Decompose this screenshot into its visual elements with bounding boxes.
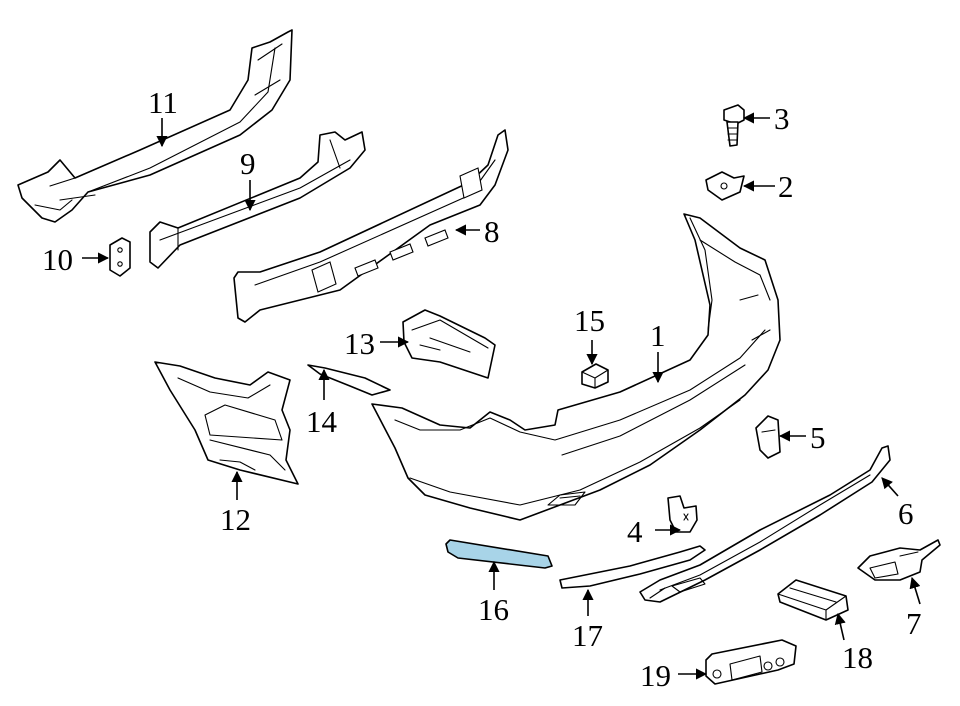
highlighted-part xyxy=(445,539,553,569)
part-19-housing xyxy=(705,639,797,685)
part-9-absorber xyxy=(149,131,366,269)
part-16-reflector-highlighted xyxy=(445,539,553,569)
part-17-strip xyxy=(559,545,706,589)
part-13-bracket xyxy=(402,309,496,379)
callout-17: 17 xyxy=(572,618,603,653)
callout-14: 14 xyxy=(306,404,338,439)
callout-11: 11 xyxy=(148,85,178,120)
callout-3: 3 xyxy=(774,101,790,136)
part-18-module xyxy=(777,579,849,621)
callout-8: 8 xyxy=(484,214,500,249)
part-3-bolt xyxy=(723,104,745,147)
callout-13: 13 xyxy=(344,326,375,361)
part-8-absorber xyxy=(233,129,509,323)
part-14-strip xyxy=(307,364,391,396)
part-15-clip xyxy=(581,363,609,389)
leader-lines xyxy=(82,112,921,680)
part-4-bracket xyxy=(667,495,698,533)
part-10-bracket xyxy=(109,237,131,277)
callout-6: 6 xyxy=(898,496,914,531)
callout-12: 12 xyxy=(220,502,251,537)
part-2-clip xyxy=(705,171,745,201)
callout-18: 18 xyxy=(842,640,873,675)
callout-5: 5 xyxy=(810,420,826,455)
part-1-bumper-cover xyxy=(371,213,781,521)
part-5-bracket xyxy=(755,415,781,459)
part-7-exhaust-tip xyxy=(857,539,941,581)
callout-19: 19 xyxy=(640,658,671,693)
callout-labels: 11 9 8 10 3 2 1 15 13 14 12 5 6 4 16 17 … xyxy=(42,85,922,693)
callout-10: 10 xyxy=(42,242,73,277)
callout-9: 9 xyxy=(240,146,256,181)
callout-2: 2 xyxy=(778,169,794,204)
callout-16: 16 xyxy=(478,592,509,627)
callout-1: 1 xyxy=(650,318,666,353)
part-12-panel xyxy=(154,361,299,485)
callout-4: 4 xyxy=(627,514,643,549)
part-6-trim xyxy=(639,445,891,603)
callout-7: 7 xyxy=(906,606,922,641)
callout-15: 15 xyxy=(574,303,605,338)
part-11-reinforcement xyxy=(17,29,293,223)
